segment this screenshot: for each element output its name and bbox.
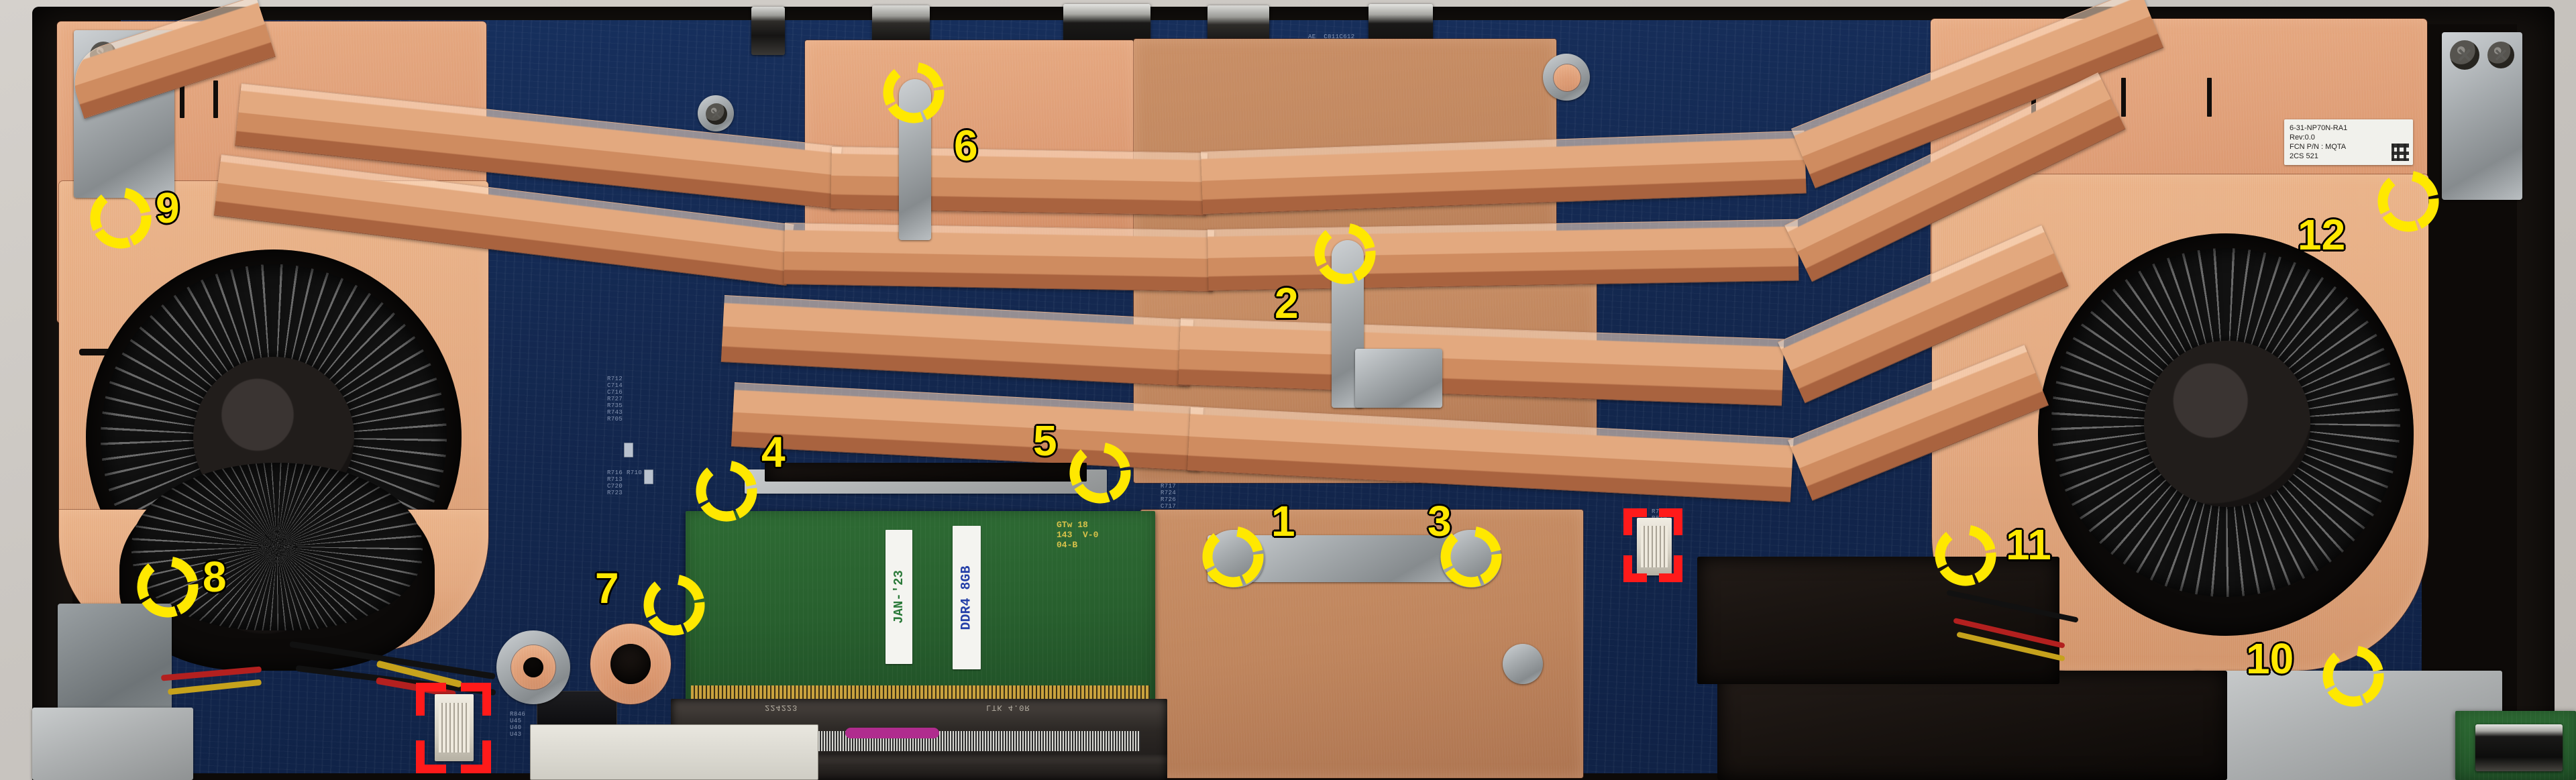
left-lower-shield [32,708,193,780]
cpu-retention-left-eye [1204,530,1265,588]
battery-cover [1717,671,2227,780]
heatsink-label-line4: 2CS 521 [2290,152,2318,160]
standoff-hole-left-2 [523,657,543,677]
shroud-vent-mark [79,349,118,355]
standoff-mid-bottom [1503,644,1543,684]
standoff-hole-left [610,644,651,684]
heatsink-label: 6-31-NP70N-RA1 Rev:0.0 FCN P/N : MQTA 2C… [2284,119,2413,165]
io-shield-tab [751,7,785,55]
right-hinge-screw-a [2450,40,2479,70]
standoff-screw-head [706,103,727,125]
left-fan-blades-lower [131,463,423,630]
heatsink-label-line1: 6-31-NP70N-RA1 [2290,124,2348,132]
heatpipe-2-seg3 [1208,219,1799,291]
smd-resistor-1 [624,443,633,457]
ram-capacity-sticker: DDR4 8GB [953,526,981,669]
usb-a-port-right [2475,724,2563,771]
heatpipe-1-seg2 [830,146,1208,216]
ram-latch-bar [765,463,1087,482]
right-shroud-slot-3 [2121,78,2126,117]
pink-sticker [845,728,939,738]
shroud-slot-2 [213,80,218,118]
heatsink-label-line3: FCN P/N : MQTA [2290,143,2347,151]
right-fan-hub [2144,341,2310,507]
ram-gold-fingers [691,685,1150,700]
heatpipe-2-seg2 [784,223,1214,292]
ram-slot-text-upper-right: LTK 4.0R [986,703,1030,712]
ram-slot-text-upper-left: 224223 [765,703,798,712]
right-hinge-screw-b [2487,42,2514,68]
heatsink-label-line2: Rev:0.0 [2290,133,2315,142]
cpu-retention-right-eye [1441,530,1501,588]
bracket-screw-2-foot [1355,349,1442,408]
qr-code-icon [2392,144,2409,161]
speaker-cover [1697,557,2059,684]
ram-date-text: JAN-'23 [892,570,907,624]
ram-module [686,511,1155,712]
ram-date-sticker: JAN-'23 [885,530,912,664]
right-fan-connector-pins [1641,526,1668,567]
ram-capacity-text: DDR4 8GB [959,565,975,630]
standoff-pad-right [1554,64,1580,91]
shroud-slot-1 [180,80,184,118]
ram-ul-text: GTw 18 143 V-0 04-B [1057,520,1099,550]
smd-resistor-2 [644,469,653,484]
wifi-module [530,724,818,780]
right-shroud-slot-4 [2207,78,2212,117]
left-fan-connector-pins [439,703,470,753]
bracket-screw-6 [899,79,931,240]
